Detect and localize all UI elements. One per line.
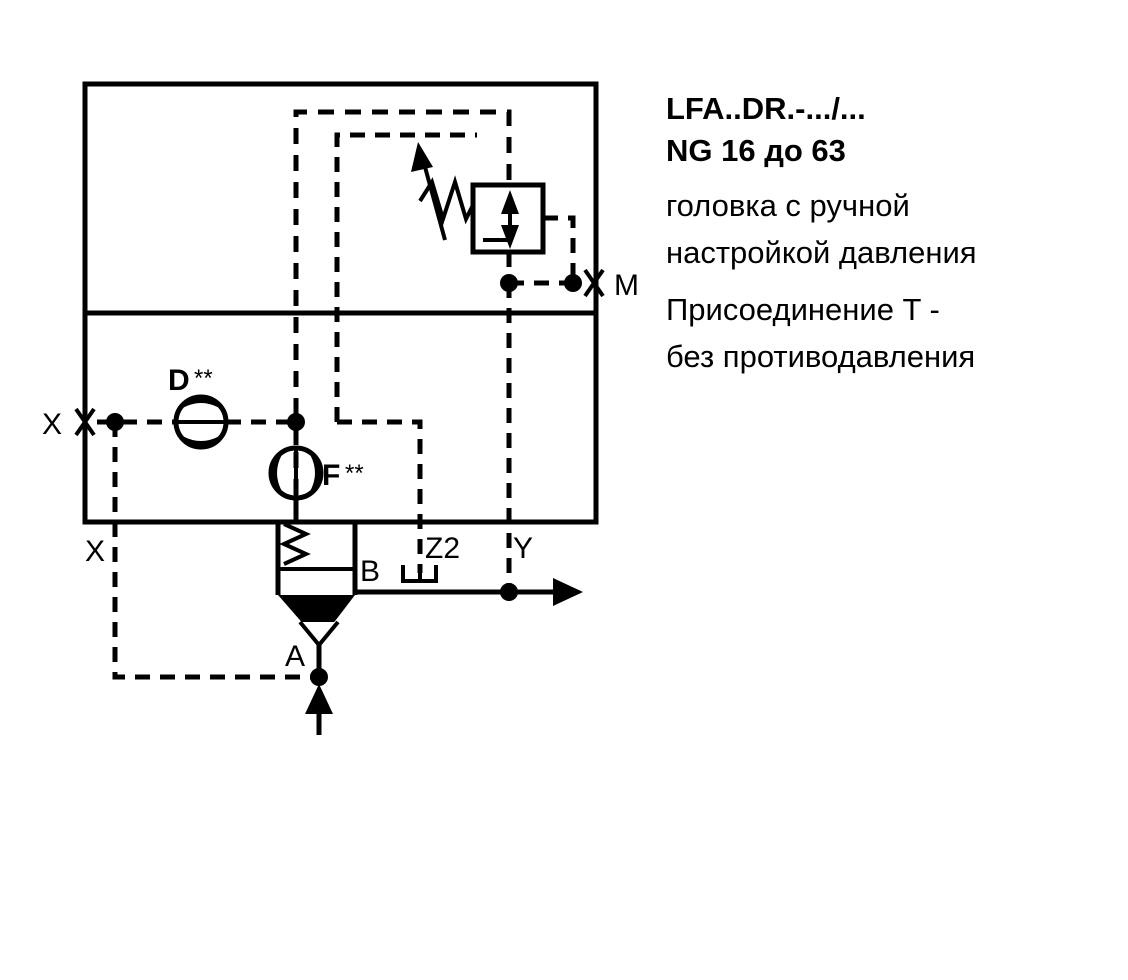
orifice-f-label: F [322, 459, 340, 492]
caption-line-model: LFA..DR.-.../... [666, 91, 866, 126]
plugged-port-z2-icon [401, 565, 438, 583]
adjustable-spring [411, 142, 475, 241]
orifice-f-icon [268, 430, 324, 522]
valve-housing-outline [82, 81, 599, 525]
port-label-z2: Z2 [425, 532, 460, 565]
caption-line-desc-1: головка с ручной [666, 188, 910, 223]
x-pilot-line [97, 413, 305, 431]
cartridge-poppet-valve [275, 522, 358, 677]
caption-line-desc-4: без противодавления [666, 339, 976, 374]
port-label-y: Y [513, 532, 533, 565]
pilot-relief-valve [470, 182, 546, 255]
b-to-y-line [355, 578, 583, 606]
pilot-line-outer [293, 109, 512, 522]
caption-line-desc-2: настройкой давления [666, 235, 977, 270]
relief-valve-connections [500, 215, 582, 592]
orifice-d-label: D [168, 364, 190, 397]
port-label-x-top: X [42, 408, 62, 441]
port-label-b: B [360, 555, 380, 588]
caption-spacer-2 [666, 276, 1096, 286]
orifice-d-icon [173, 394, 229, 450]
orifice-f-stars: ** [345, 460, 364, 487]
orifice-d-stars: ** [194, 365, 213, 392]
port-label-a: A [285, 640, 305, 673]
x-return-line [112, 422, 319, 680]
caption-block: LFA..DR.-.../... NG 16 до 63 головка с р… [666, 88, 1096, 380]
port-a-inlet [305, 668, 333, 735]
port-marker-m [583, 268, 605, 298]
port-label-m: M [614, 269, 639, 302]
caption-spacer-1 [666, 172, 1096, 182]
caption-line-size: NG 16 до 63 [666, 133, 846, 168]
port-marker-x [74, 407, 96, 437]
pilot-line-inner [334, 132, 477, 573]
port-label-x-bottom: X [85, 535, 105, 568]
caption-line-desc-3: Присоединение T - [666, 292, 940, 327]
